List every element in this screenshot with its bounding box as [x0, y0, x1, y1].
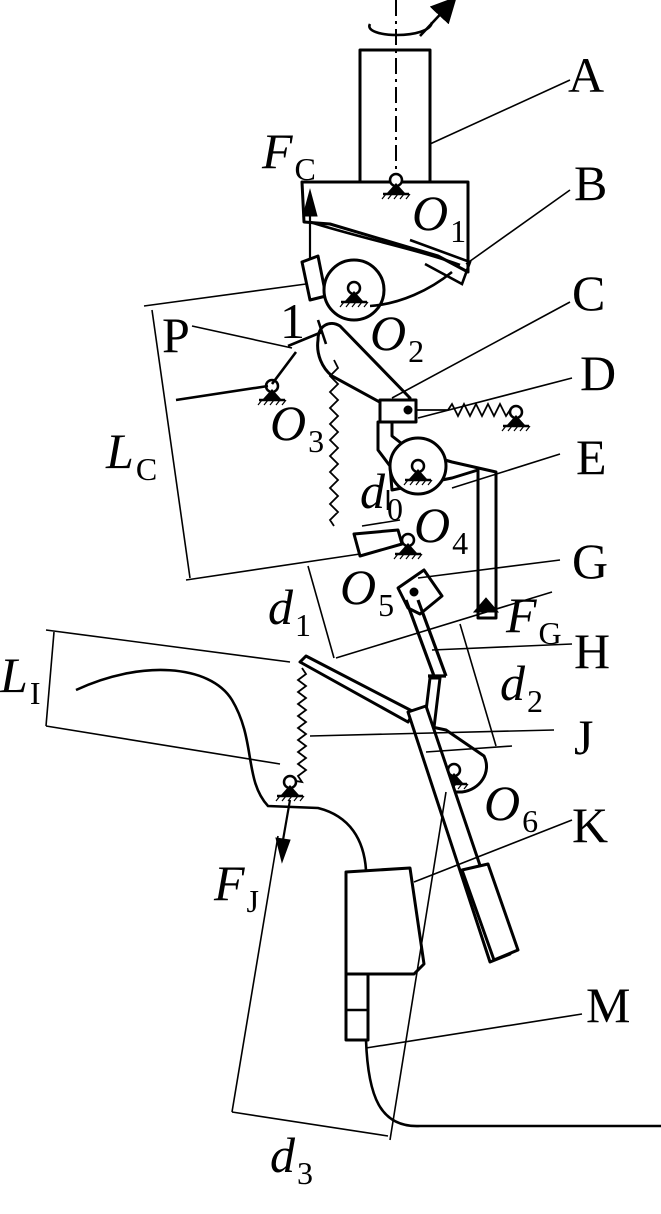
head-b [300, 172, 472, 286]
label-b: B [574, 155, 607, 211]
symbol-o1: O1 [412, 185, 466, 249]
label-m: M [586, 977, 630, 1033]
symbol-o5: O5 [340, 559, 394, 623]
symbol-lc: LC [105, 423, 157, 487]
lever-c [175, 319, 418, 424]
label-e: E [576, 429, 607, 485]
label-h: H [574, 623, 610, 679]
dimension-li [45, 629, 291, 765]
symbol-d2: d2 [500, 655, 543, 719]
dimension-d2 [425, 623, 513, 753]
pivot-d-icon [500, 404, 532, 433]
force-fj-arrow [275, 799, 292, 864]
symbol-d1: d1 [268, 579, 311, 643]
dimension-d3 [231, 791, 447, 1141]
link-o5 [352, 528, 424, 561]
spring-d [416, 401, 532, 433]
symbol-li: LI [0, 647, 40, 711]
thread-m [75, 668, 661, 1128]
symbol-fc: FC [261, 123, 316, 187]
roller-o2 [300, 254, 453, 322]
shaft-a [358, 0, 457, 184]
lever-k [406, 704, 520, 964]
label-g: G [572, 533, 608, 589]
leader-lines [191, 79, 583, 1049]
symbol-o2: O2 [370, 305, 424, 369]
spring-vertical-1 [328, 359, 340, 527]
label-a: A [568, 47, 604, 103]
symbol-o3: O3 [270, 395, 324, 459]
label-c: C [572, 265, 605, 321]
label-k: K [572, 797, 608, 853]
dimension-lc [143, 283, 361, 581]
roller-e [376, 420, 498, 620]
label-d: D [580, 345, 616, 401]
label-j: J [574, 709, 593, 765]
label-p: P [162, 307, 190, 363]
symbol-d3: d3 [270, 1127, 313, 1191]
symbol-fj: FJ [213, 855, 259, 919]
lever-g [396, 568, 448, 678]
symbol-fg: FG [505, 587, 562, 651]
symbol-o4: O4 [414, 497, 468, 561]
symbol-o6: O6 [484, 775, 538, 839]
label-1: 1 [280, 293, 305, 349]
block-k [344, 866, 426, 1042]
dimension-d0 [361, 519, 401, 527]
spring-j [274, 667, 308, 803]
dimension-d1 [307, 565, 553, 659]
symbol-d0: d0 [360, 463, 403, 527]
